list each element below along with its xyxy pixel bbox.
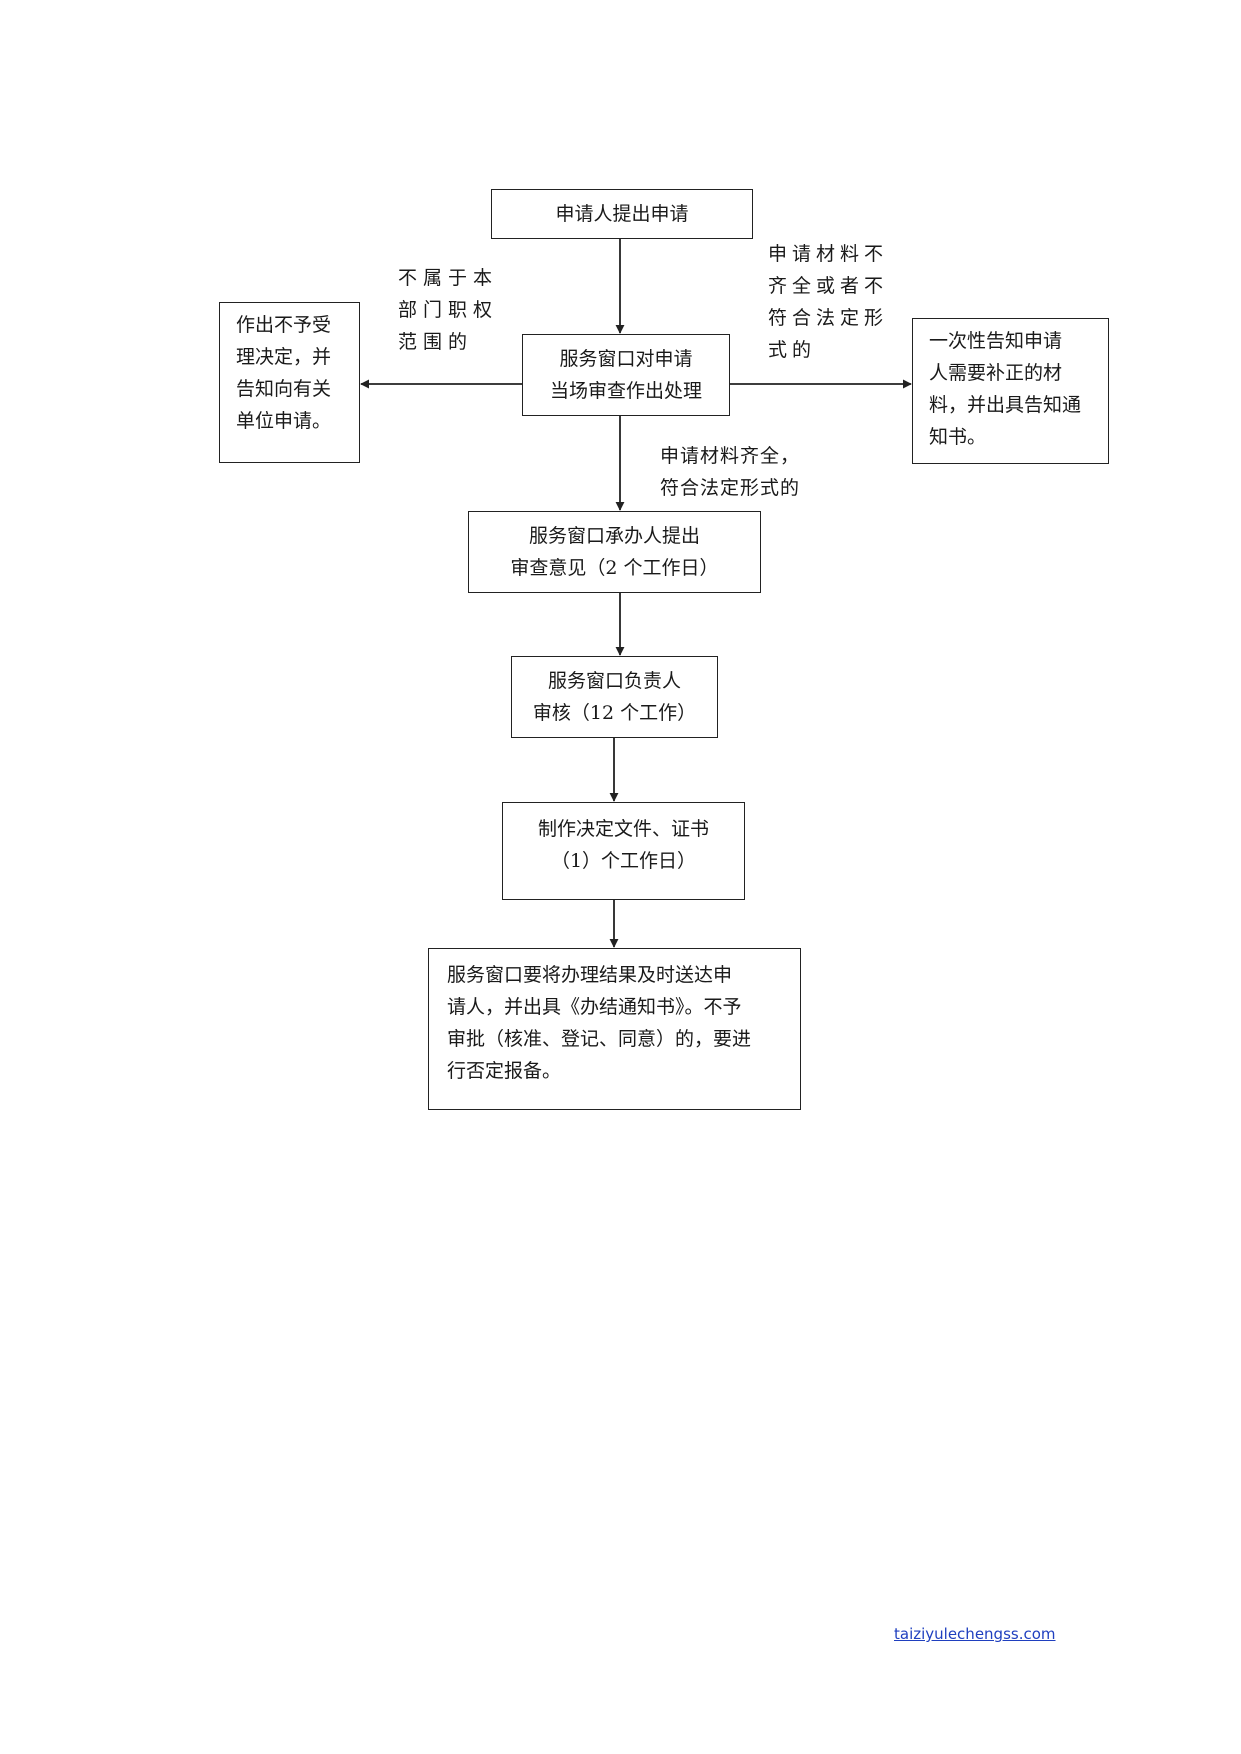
step-handler-opinion-line-1: 服务窗口承办人提出 [528, 525, 700, 547]
condition-complete: 申请材料齐全， 符合法定形式的 [660, 440, 800, 504]
step-reject-decision-line-1: 作出不予受 [236, 314, 332, 336]
condition-complete-line-1: 申请材料齐全， [660, 445, 801, 467]
condition-incomplete-line-3: 符合法定形 [768, 307, 889, 329]
step-deliver-result-line-2: 请人，并出具《办结通知书》。不予 [447, 996, 742, 1018]
step-deliver-result-line-4: 行否定报备。 [447, 1060, 562, 1082]
condition-incomplete-line-4: 式的 [768, 339, 817, 361]
step-reject-decision-line-3: 告知向有关 [236, 378, 332, 400]
step-one-time-notice: 一次性告知申请 人需要补正的材 料，并出具告知通 知书。 [912, 318, 1109, 464]
step-window-review: 服务窗口对申请 当场审查作出处理 [522, 334, 730, 416]
step-one-time-notice-line-3: 料，并出具告知通 [929, 394, 1082, 416]
step-reject-decision: 作出不予受 理决定，并 告知向有关 单位申请。 [219, 302, 360, 463]
step-handler-opinion-line-2: 审查意见（2 个工作日） [510, 557, 719, 579]
step-supervisor-audit: 服务窗口负责人 审核（12 个工作） [511, 656, 718, 738]
step-one-time-notice-line-1: 一次性告知申请 [929, 330, 1063, 352]
step-window-review-line-1: 服务窗口对申请 [559, 348, 693, 370]
condition-not-in-scope-line-2: 部门职权 [398, 299, 499, 321]
condition-complete-line-2: 符合法定形式的 [660, 477, 801, 499]
step-reject-decision-line-4: 单位申请。 [236, 410, 332, 432]
step-supervisor-audit-line-2: 审核（12 个工作） [532, 702, 697, 724]
step-apply: 申请人提出申请 [491, 189, 753, 239]
condition-incomplete: 申请材料不 齐全或者不 符合法定形 式的 [768, 238, 888, 366]
step-supervisor-audit-line-1: 服务窗口负责人 [547, 670, 681, 692]
step-make-documents: 制作决定文件、证书 （1）个工作日） [502, 802, 745, 900]
step-deliver-result-line-3: 审批（核准、登记、同意）的，要进 [447, 1028, 752, 1050]
step-deliver-result-line-1: 服务窗口要将办理结果及时送达申 [447, 964, 733, 986]
step-handler-opinion: 服务窗口承办人提出 审查意见（2 个工作日） [468, 511, 761, 593]
step-make-documents-line-2: （1）个工作日） [550, 850, 697, 872]
condition-not-in-scope-line-1: 不属于本 [398, 267, 499, 289]
step-make-documents-line-1: 制作决定文件、证书 [537, 818, 709, 840]
step-deliver-result: 服务窗口要将办理结果及时送达申 请人，并出具《办结通知书》。不予 审批（核准、登… [428, 948, 801, 1110]
step-reject-decision-line-2: 理决定，并 [236, 346, 332, 368]
condition-not-in-scope-line-3: 范围的 [398, 331, 474, 353]
step-one-time-notice-line-4: 知书。 [929, 426, 987, 448]
condition-not-in-scope: 不属于本 部门职权 范围的 [398, 262, 498, 358]
step-one-time-notice-line-2: 人需要补正的材 [929, 362, 1063, 384]
footer-link[interactable]: taiziyulechengss.com [894, 1625, 1056, 1643]
step-apply-line-1: 申请人提出申请 [555, 203, 689, 225]
condition-incomplete-line-1: 申请材料不 [768, 243, 889, 265]
step-window-review-line-2: 当场审查作出处理 [549, 380, 702, 402]
condition-incomplete-line-2: 齐全或者不 [768, 275, 889, 297]
